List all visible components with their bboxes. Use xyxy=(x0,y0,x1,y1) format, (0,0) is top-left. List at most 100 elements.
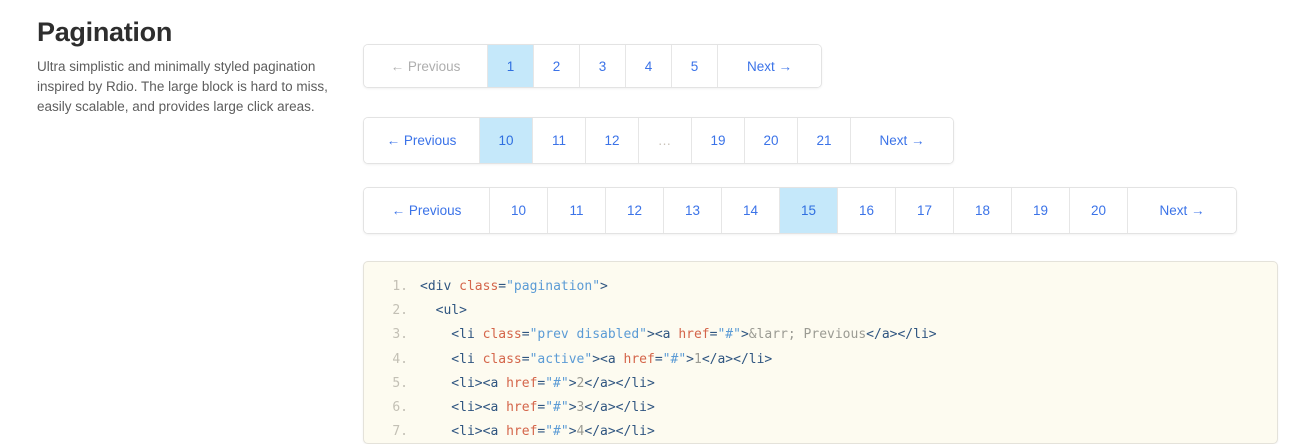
code-token-tag: > xyxy=(568,400,577,416)
code-token-val: "#" xyxy=(717,327,741,343)
code-token-tag: <li><a xyxy=(420,375,507,391)
pagination-page[interactable]: 21 xyxy=(798,118,851,163)
pagination-page-active[interactable]: 1 xyxy=(488,45,534,87)
code-token-num: 3 xyxy=(576,400,585,416)
code-line: 7. <li><a href="#">4</a></li> xyxy=(364,420,1277,443)
pagination-page[interactable]: 2 xyxy=(534,45,580,87)
code-token-attr: class xyxy=(482,327,522,343)
pagination-page-active[interactable]: 10 xyxy=(480,118,533,163)
pagination-page[interactable]: 5 xyxy=(672,45,718,87)
code-token-attr: href xyxy=(678,327,710,343)
code-token-tag: > xyxy=(568,424,577,440)
pagination-page[interactable]: 17 xyxy=(896,188,954,233)
page-description: Ultra simplistic and minimally styled pa… xyxy=(37,58,328,114)
code-token-val: "pagination" xyxy=(506,279,601,294)
code-token-attr: href xyxy=(506,400,538,416)
code-token-tag: </a></li> xyxy=(701,351,773,367)
code-token-attr: href xyxy=(506,375,538,391)
code-line-content: <li class="prev disabled"><a href="#">&l… xyxy=(420,323,937,347)
code-token-val: "active" xyxy=(529,351,593,367)
code-token-num: 1 xyxy=(693,351,702,367)
code-token-val: "prev disabled" xyxy=(529,327,647,343)
pagination-page[interactable]: 3 xyxy=(580,45,626,87)
code-token-val: "#" xyxy=(545,424,569,440)
pagination-page[interactable]: 20 xyxy=(745,118,798,163)
code-token-attr: href xyxy=(623,351,655,367)
pagination-prev-button: ← Previous xyxy=(364,45,488,87)
code-line-number: 6. xyxy=(392,400,408,416)
pagination-page[interactable]: 19 xyxy=(692,118,745,163)
pagination-page[interactable]: 20 xyxy=(1070,188,1128,233)
code-token-attr: class xyxy=(482,351,522,367)
code-token-tag: = xyxy=(537,375,546,391)
pagination-prev-button[interactable]: ← Previous xyxy=(364,118,480,163)
pagination-next-button[interactable]: Next → xyxy=(1128,188,1236,233)
pagination-page[interactable]: 14 xyxy=(722,188,780,233)
code-token-tag: <li xyxy=(420,327,483,343)
code-line: 2. <ul> xyxy=(364,299,1277,323)
code-line: 6. <li><a href="#">3</a></li> xyxy=(364,396,1277,420)
code-line-content: <li><a href="#">3</a></li> xyxy=(420,396,655,420)
intro-column: Pagination Ultra simplistic and minimall… xyxy=(37,17,337,117)
code-token-tag: = xyxy=(521,327,530,343)
pagination-page[interactable]: 4 xyxy=(626,45,672,87)
code-line: 4. <li class="active"><a href="#">1</a><… xyxy=(364,348,1277,372)
code-token-attr: href xyxy=(506,424,538,440)
pagination-page[interactable]: 18 xyxy=(954,188,1012,233)
code-line-number: 3. xyxy=(392,327,408,343)
code-sample-block: 1.<div class="pagination">2. <ul>3. <li … xyxy=(363,261,1278,444)
code-token-tag: </a></li> xyxy=(584,424,655,440)
code-token-attr: class xyxy=(459,279,499,294)
pagination-page[interactable]: 19 xyxy=(1012,188,1070,233)
code-token-tag: </a></li> xyxy=(866,327,937,343)
pagination-page-active[interactable]: 15 xyxy=(780,188,838,233)
code-line-number: 1. xyxy=(392,279,408,294)
code-token-tag: ><a xyxy=(647,327,679,343)
pagination-next-button[interactable]: Next → xyxy=(851,118,953,163)
code-token-tag: = xyxy=(537,424,546,440)
pagination-page[interactable]: 10 xyxy=(490,188,548,233)
code-token-num: 4 xyxy=(576,424,585,440)
code-line: 5. <li><a href="#">2</a></li> xyxy=(364,372,1277,396)
pagination-page[interactable]: 11 xyxy=(533,118,586,163)
code-line-content: <ul> xyxy=(420,299,467,323)
pagination-page[interactable]: 12 xyxy=(606,188,664,233)
pagination-prev-button[interactable]: ← Previous xyxy=(364,188,490,233)
code-token-tag: = xyxy=(537,400,546,416)
code-token-tag: <div xyxy=(420,279,460,294)
code-token-val: "#" xyxy=(662,351,687,367)
code-token-txt: &larr; Previous xyxy=(748,327,867,343)
code-token-tag: <li xyxy=(420,351,483,367)
code-token-tag: <li><a xyxy=(420,424,507,440)
pagination-page[interactable]: 12 xyxy=(586,118,639,163)
code-line-content: <li class="active"><a href="#">1</a></li… xyxy=(420,348,772,372)
code-token-tag: > xyxy=(600,279,608,294)
code-line-number: 5. xyxy=(392,375,408,391)
code-line-content: <li><a href="#">4</a></li> xyxy=(420,420,655,443)
pagination-page[interactable]: 16 xyxy=(838,188,896,233)
code-token-val: "#" xyxy=(545,375,569,391)
pagination-page[interactable]: 11 xyxy=(548,188,606,233)
pagination-page[interactable]: 13 xyxy=(664,188,722,233)
code-line-number: 4. xyxy=(392,351,408,367)
code-line: 1.<div class="pagination"> xyxy=(364,275,1277,299)
pagination-gap: … xyxy=(639,118,692,163)
code-line-number: 2. xyxy=(392,303,408,319)
pagination-next-button[interactable]: Next → xyxy=(718,45,821,87)
code-token-val: "#" xyxy=(545,400,569,416)
code-token-tag: > xyxy=(686,351,694,367)
code-token-tag: > xyxy=(740,327,749,343)
code-token-num: 2 xyxy=(576,375,585,391)
code-token-tag: > xyxy=(568,375,577,391)
code-token-tag: ><a xyxy=(592,351,624,367)
code-token-tag: = xyxy=(654,351,663,367)
code-token-tag: <ul> xyxy=(420,303,467,319)
code-token-tag: = xyxy=(521,351,530,367)
code-token-tag: = xyxy=(709,327,718,343)
code-line-content: <li><a href="#">2</a></li> xyxy=(420,372,655,396)
page-title: Pagination xyxy=(37,17,173,47)
code-line-number: 7. xyxy=(392,424,408,440)
